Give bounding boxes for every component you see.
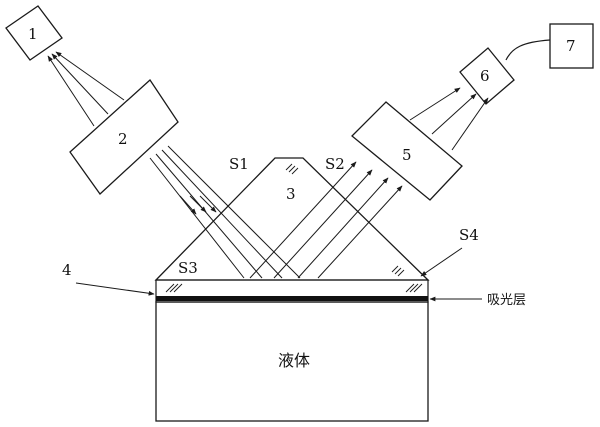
sensor-hatch-right	[405, 283, 423, 293]
absorb-layer-label: 吸光层	[487, 293, 526, 308]
prism-hatch-top	[285, 163, 299, 175]
box-6-label: 6	[480, 67, 490, 85]
label-s2: S2	[325, 155, 345, 173]
liquid-label: 液体	[278, 351, 310, 370]
label-s3: S3	[178, 259, 198, 277]
prism-hatch-right	[391, 265, 405, 277]
box-6	[459, 47, 515, 105]
absorb-layer	[156, 296, 428, 301]
label-s4: S4	[459, 226, 479, 244]
leader-s4	[420, 247, 463, 277]
box-7	[549, 23, 594, 69]
box-1	[5, 5, 63, 61]
box-7-label: 7	[566, 37, 576, 55]
beams-2-to-sensor	[149, 145, 301, 279]
prism	[154, 157, 430, 281]
sensor-hatch-left	[165, 283, 183, 293]
beams-2-to-1	[47, 51, 125, 127]
label-s1: S1	[229, 155, 249, 173]
cable-6-7	[505, 39, 551, 61]
leader-sensor	[75, 282, 155, 296]
box-5-label: 5	[402, 146, 412, 164]
incident-arrows	[179, 195, 217, 215]
box-2-label: 2	[118, 130, 128, 148]
beams-5-to-6	[409, 87, 489, 151]
box-2	[69, 79, 179, 195]
beams-sensor-to-5	[249, 161, 403, 279]
prism-label: 3	[286, 185, 296, 203]
box-5	[351, 101, 463, 201]
box-1-label: 1	[28, 25, 38, 43]
sensor-label: 4	[62, 261, 72, 279]
